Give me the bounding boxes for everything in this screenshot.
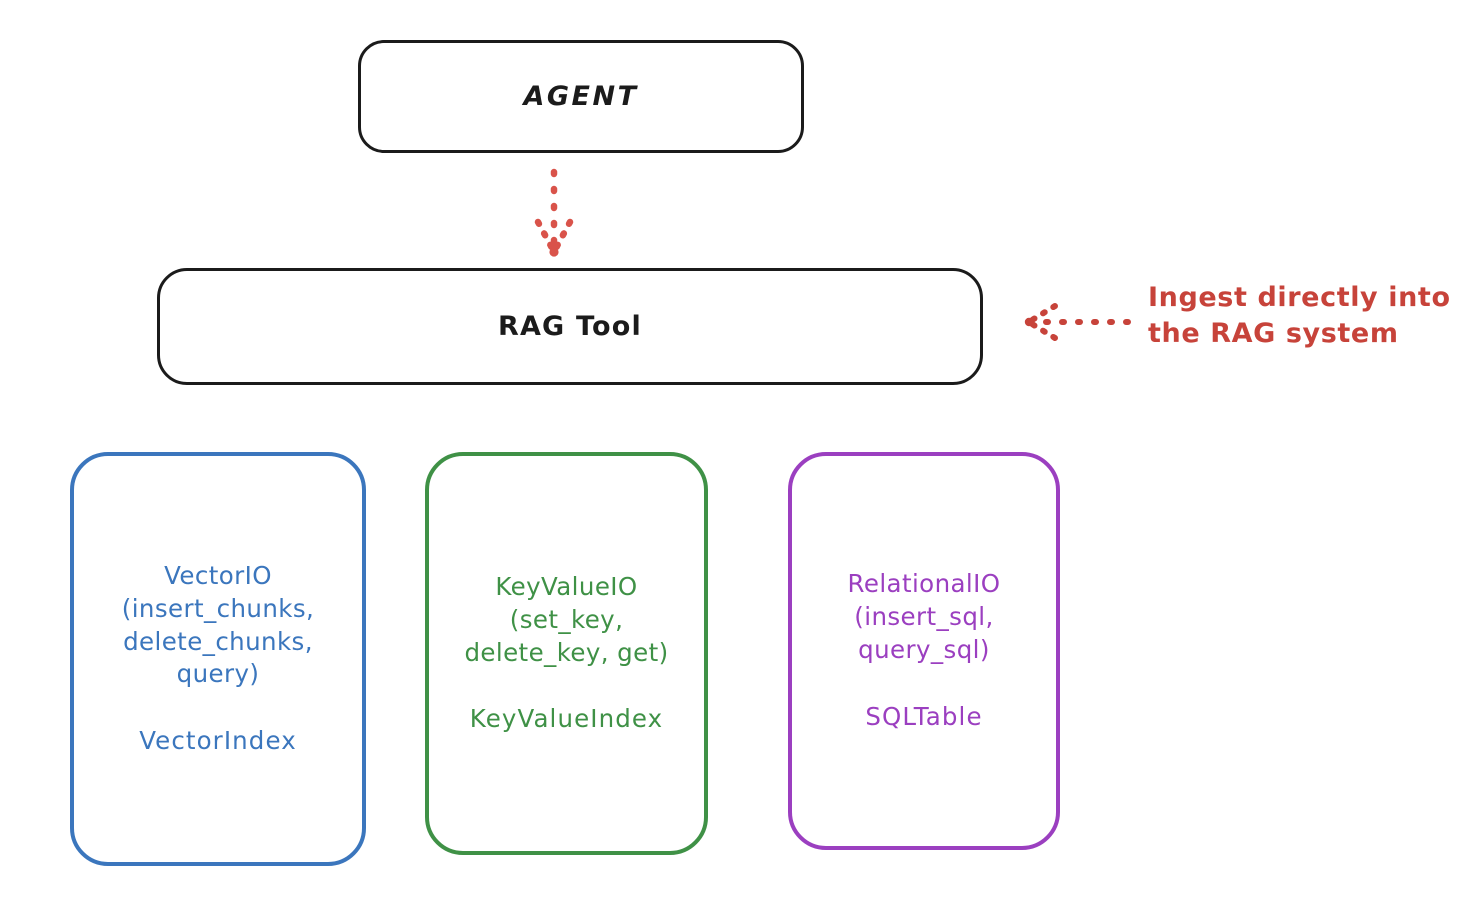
key-value-io-api-label: KeyValueIO (set_key, delete_key, get) <box>464 571 669 667</box>
agent-node-label: AGENT <box>523 80 639 112</box>
edge-agent-to-rag-tool-icon <box>534 168 574 257</box>
key-value-index-label: KeyValueIndex <box>469 704 664 734</box>
rag-tool-node[interactable]: RAG Tool <box>157 268 983 385</box>
key-value-io-node[interactable]: KeyValueIO (set_key, delete_key, get) Ke… <box>425 452 708 855</box>
vector-index-label: VectorIndex <box>139 726 297 756</box>
edge-ingest-to-rag-tool-icon <box>1024 303 1131 341</box>
sql-table-label: SQLTable <box>865 701 983 731</box>
rag-tool-node-label: RAG Tool <box>497 310 643 342</box>
agent-node[interactable]: AGENT <box>358 40 804 153</box>
relational-io-api-label: RelationalIO (insert_sql, query_sql) <box>847 569 1001 664</box>
relational-io-node[interactable]: RelationalIO (insert_sql, query_sql) SQL… <box>788 452 1060 850</box>
ingest-annotation-label: Ingest directly into the RAG system <box>1148 282 1451 349</box>
vector-io-node[interactable]: VectorIO (insert_chunks, delete_chunks, … <box>70 452 366 866</box>
vector-io-api-label: VectorIO (insert_chunks, delete_chunks, … <box>121 560 315 689</box>
